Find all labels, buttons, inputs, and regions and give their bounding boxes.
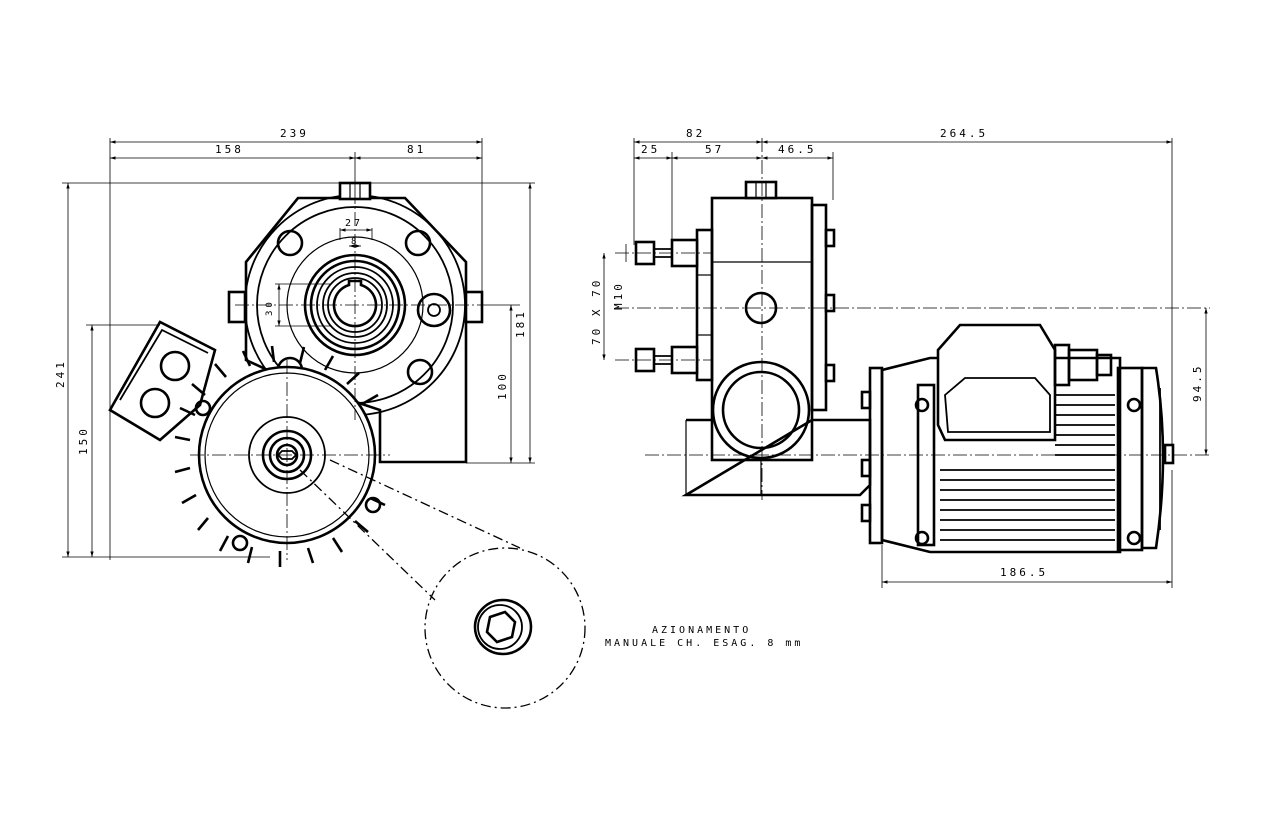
dim-body-half: 46.5: [778, 143, 817, 156]
side-bolt: [227, 290, 247, 324]
dim-box-axis: 100: [496, 371, 509, 400]
dim-stud-span: 57: [705, 143, 724, 156]
side-view: [615, 138, 1210, 554]
dim-axis-height: 94.5: [1191, 364, 1204, 403]
base-housing: [681, 418, 872, 497]
dim-motor-height: 150: [77, 426, 90, 455]
side-bolt: [464, 290, 484, 324]
top-bolt-side: [744, 180, 778, 200]
note-line2: MANUALE CH. ESAG. 8 mm: [605, 638, 803, 649]
mounting-flange: [695, 228, 714, 382]
terminal-box: [108, 320, 217, 442]
bolt-hole: [404, 229, 432, 257]
dim-hub-outer: 27: [345, 218, 363, 229]
cable-gland: [1053, 343, 1071, 387]
front-dimensions: 239 158 81 27 8 30 241 150 181 100: [54, 127, 535, 560]
dim-flange-square: 70 X 70: [590, 278, 603, 345]
dim-total-height: 241: [54, 359, 67, 388]
dim-flange-width: 82: [686, 127, 705, 140]
dim-overall-length: 264.5: [940, 127, 988, 140]
cooling-fins: [174, 345, 386, 567]
motor-body-side: [880, 356, 1122, 554]
bolt-hole: [406, 358, 434, 386]
front-view: [108, 181, 521, 601]
dim-total-width: 239: [280, 127, 309, 140]
oil-port: [416, 292, 452, 328]
fan-cover-side: [1140, 366, 1165, 550]
output-hub-side: [711, 360, 811, 460]
dim-box-height: 181: [514, 309, 527, 338]
dim-key: 8: [351, 237, 359, 247]
gearbox-housing: [244, 196, 468, 464]
motor-fins-side: [940, 394, 1115, 541]
manual-drive-detail: [424, 547, 586, 709]
dim-stud-offset: 25: [641, 143, 660, 156]
motor-flange: [868, 366, 884, 545]
bolt-hole: [276, 229, 304, 257]
side-dimensions: 82 264.5 25 57 46.5 70 X 70 M10 94.5 186…: [590, 127, 1208, 588]
dim-right-width: 81: [407, 143, 426, 156]
terminal-box-side: [936, 323, 1057, 442]
note-line1: AZIONAMENTO: [652, 625, 751, 636]
dim-thread: M10: [612, 281, 625, 310]
hex-socket: [473, 598, 533, 656]
dim-motor-length: 186.5: [1000, 566, 1048, 579]
dim-left-width: 158: [215, 143, 244, 156]
keyed-bore: [332, 279, 378, 328]
dim-bore: 30: [265, 299, 275, 316]
